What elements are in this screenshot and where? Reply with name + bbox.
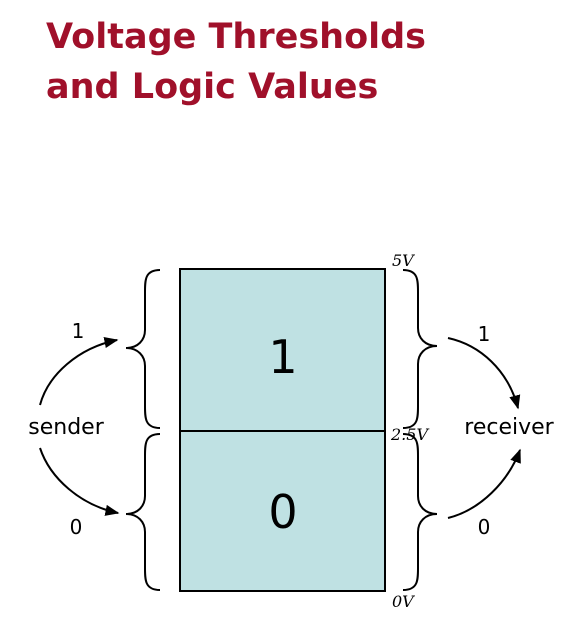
- slide-title-line-2: and Logic Values: [46, 67, 379, 107]
- logic-1-value: 1: [268, 330, 297, 384]
- receiver-brace-low: [402, 433, 438, 591]
- sender-low-label: 0: [70, 515, 83, 539]
- slide-title-line-1: Voltage Thresholds: [46, 17, 427, 57]
- receiver-brace-high: [402, 269, 438, 429]
- slide-title: Voltage Thresholds and Logic Values: [46, 12, 426, 112]
- receiver-label: receiver: [464, 415, 554, 440]
- sender-brace-low: [125, 433, 161, 591]
- receiver-high-label: 1: [478, 322, 491, 346]
- sender-label: sender: [28, 415, 104, 440]
- voltage-label-top: 5V: [392, 251, 415, 270]
- sender-arrow-high: [39, 337, 119, 406]
- sender-high-label: 1: [72, 319, 85, 343]
- receiver-low-label: 0: [478, 515, 491, 539]
- sender-arrow-low: [39, 447, 120, 516]
- logic-0-value: 0: [268, 485, 297, 539]
- logic-0-region: [179, 430, 386, 592]
- receiver-arrow-low: [447, 448, 521, 519]
- voltage-label-bottom: 0V: [392, 592, 415, 611]
- sender-brace-high: [125, 269, 161, 429]
- receiver-arrow-high: [447, 337, 521, 410]
